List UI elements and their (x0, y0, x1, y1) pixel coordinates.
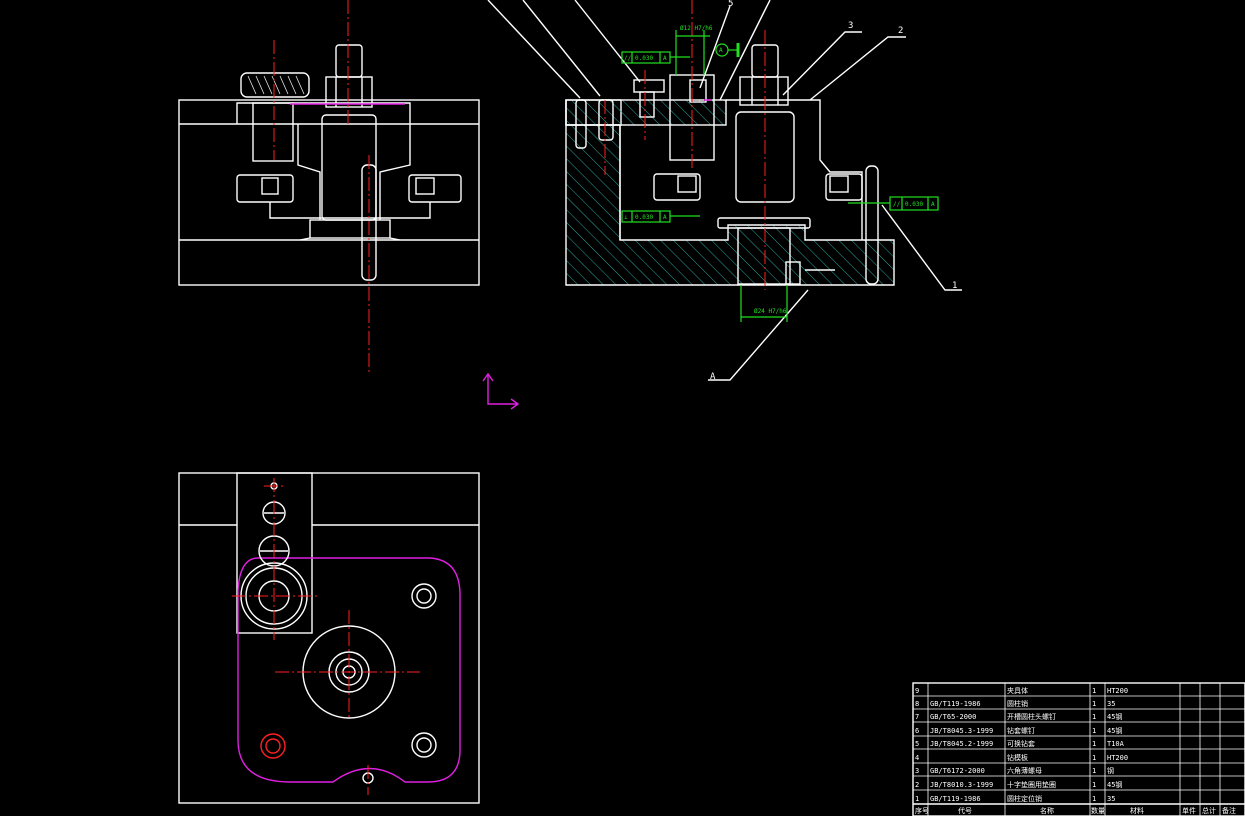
parts-cell-name: 钻模板 (1007, 753, 1028, 762)
parts-list-row: 2 JB/T8010.3-1999 十字垫圈用垫圈 1 45钢 (915, 780, 1122, 789)
leader-label-5: 5 (728, 0, 733, 9)
parts-cell-std: GB/T119-1986 (930, 700, 981, 708)
svg-text://: // (893, 201, 901, 208)
parts-cell-no: 6 (915, 727, 919, 735)
parts-cell-material: 45钢 (1107, 726, 1122, 735)
parts-list-row: 6 JB/T8045.3-1999 钻套螺钉 1 45钢 (915, 726, 1122, 735)
svg-text:⊥: ⊥ (624, 214, 628, 221)
svg-text:A: A (931, 201, 935, 208)
parts-cell-std: JB/T8010.3-1999 (930, 781, 993, 789)
parts-cell-name: 开槽圆柱头螺钉 (1007, 712, 1056, 721)
parts-cell-name: 可换钻套 (1007, 739, 1035, 748)
top-view (178, 472, 480, 804)
parts-cell-no: 2 (915, 781, 919, 789)
svg-text:0.030: 0.030 (635, 55, 653, 62)
parts-cell-name: 六角薄螺母 (1007, 766, 1042, 775)
parts-cell-name: 夹具体 (1007, 686, 1028, 695)
parts-cell-name: 圆柱销 (1007, 699, 1028, 708)
parts-cell-material: 35 (1107, 700, 1115, 708)
svg-text:代号: 代号 (958, 806, 972, 815)
svg-text:备注: 备注 (1222, 806, 1236, 815)
leader-label-2: 2 (898, 26, 903, 36)
parts-cell-std: GB/T65-2000 (930, 713, 976, 721)
parts-cell-qty: 1 (1092, 795, 1096, 803)
parts-list-row: 5 JB/T8045.2-1999 可换钻套 1 T10A (915, 739, 1125, 748)
parts-cell-qty: 1 (1092, 713, 1096, 721)
svg-text:0.030: 0.030 (905, 201, 923, 208)
parts-list-header: 序号 代号 名称 数量 材料 单件 总计 备注 (915, 806, 1236, 815)
tolerance-frame-top: // 0.030 A (621, 51, 690, 64)
parts-cell-material: T10A (1107, 740, 1125, 748)
parts-cell-qty: 1 (1092, 781, 1096, 789)
parts-list-row: 8 GB/T119-1986 圆柱销 1 35 (915, 699, 1115, 708)
parts-cell-material: 45钢 (1107, 780, 1122, 789)
parts-cell-qty: 1 (1092, 767, 1096, 775)
svg-text:Ø24 H7/h6: Ø24 H7/h6 (754, 308, 787, 315)
parts-cell-name: 十字垫圈用垫圈 (1007, 780, 1056, 789)
svg-text:Ø12 H7/h6: Ø12 H7/h6 (680, 25, 713, 32)
ucs-axis-icon (482, 372, 520, 410)
parts-cell-std: JB/T8045.3-1999 (930, 727, 993, 735)
parts-cell-material: 35 (1107, 795, 1115, 803)
parts-cell-std: JB/T8045.2-1999 (930, 740, 993, 748)
leader-lines (487, 0, 962, 381)
parts-cell-no: 1 (915, 795, 919, 803)
parts-cell-no: 8 (915, 700, 919, 708)
svg-text:单件: 单件 (1182, 806, 1196, 815)
parts-list-row: 9 夹具体 1 HT200 (915, 686, 1128, 695)
dimension-bottom: Ø24 H7/h6 (740, 285, 788, 322)
parts-cell-no: 3 (915, 767, 919, 775)
parts-list-row: 3 GB/T6172-2000 六角薄螺母 1 钢 (915, 766, 1114, 775)
parts-cell-material: 钢 (1107, 766, 1114, 775)
parts-cell-no: 5 (915, 740, 919, 748)
parts-cell-name: 钻套螺钉 (1007, 726, 1035, 735)
parts-cell-std: GB/T119-1986 (930, 795, 981, 803)
parts-cell-material: HT200 (1107, 754, 1128, 762)
parts-cell-no: 7 (915, 713, 919, 721)
parts-list-row: 4 钻模板 1 HT200 (915, 753, 1128, 762)
svg-text:A: A (719, 47, 723, 54)
section-view (565, 0, 895, 290)
svg-text:序号: 序号 (915, 806, 929, 815)
parts-cell-material: 45钢 (1107, 712, 1122, 721)
parts-cell-qty: 1 (1092, 727, 1096, 735)
dimension-top: Ø12 H7/h6 (675, 25, 713, 75)
datum-symbol: A (715, 43, 740, 57)
parts-cell-qty: 1 (1092, 700, 1096, 708)
tolerance-frame-right: // 0.030 A (848, 196, 939, 211)
svg-text:数量: 数量 (1091, 806, 1105, 815)
parts-cell-no: 9 (915, 687, 919, 695)
parts-list-table (912, 682, 1245, 816)
parts-list-row: 7 GB/T65-2000 开槽圆柱头螺钉 1 45钢 (915, 712, 1122, 721)
svg-text:A: A (663, 55, 667, 62)
svg-text:A: A (663, 214, 667, 221)
leader-label-1: 1 (952, 281, 957, 291)
svg-text:名称: 名称 (1040, 806, 1054, 815)
svg-text://: // (624, 55, 632, 62)
parts-cell-qty: 1 (1092, 740, 1096, 748)
front-view (178, 0, 480, 375)
parts-cell-std: GB/T6172-2000 (930, 767, 985, 775)
parts-cell-qty: 1 (1092, 754, 1096, 762)
svg-text:0.030: 0.030 (635, 214, 653, 221)
knurled-knob (240, 72, 310, 98)
tolerance-frame-middle: ⊥ 0.030 A (621, 210, 700, 223)
parts-cell-qty: 1 (1092, 687, 1096, 695)
section-label: A (710, 372, 716, 382)
parts-cell-no: 4 (915, 754, 919, 762)
parts-list-row: 1 GB/T119-1986 圆柱定位销 1 35 (915, 794, 1115, 803)
leader-label-3: 3 (848, 21, 853, 31)
parts-cell-material: HT200 (1107, 687, 1128, 695)
svg-text:材料: 材料 (1130, 806, 1144, 815)
parts-cell-name: 圆柱定位销 (1007, 794, 1042, 803)
svg-text:总计: 总计 (1202, 806, 1216, 815)
